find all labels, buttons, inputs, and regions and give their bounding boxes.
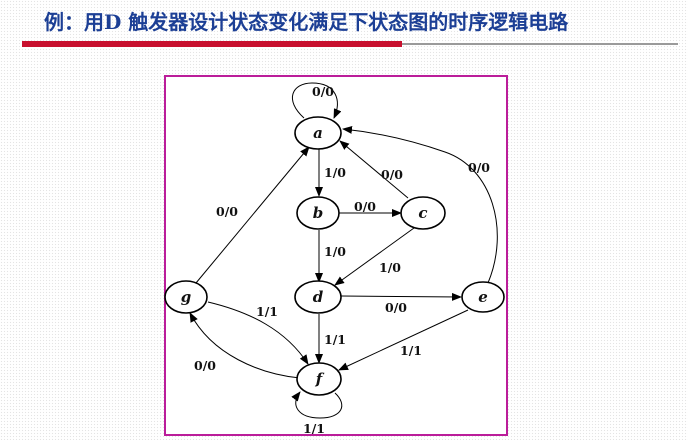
edge-f-g [189,312,301,379]
edge-label-b-d: 1/0 [324,244,346,259]
edge-f-f [291,391,343,419]
node-label-d: d [313,288,324,306]
node-label-e: e [478,288,488,306]
edge-label-d-f: 1/1 [324,332,346,347]
slide-title: 例：用D 触发器设计状态变化满足下状态图的时序逻辑电路 [44,10,569,34]
node-label-f: f [315,370,325,388]
edge-a-a [292,82,342,119]
edge-c-d [334,227,415,286]
node-e: e [461,281,505,313]
node-label-c: c [418,204,427,222]
node-label-g: g [181,288,192,306]
edge-label-f-f: 1/1 [303,421,325,436]
edge-label-f-g: 0/0 [194,358,216,373]
title-underline-grey [402,43,678,45]
edge-g-a [195,146,310,284]
edge-d-e [340,292,462,301]
node-g: g [164,280,208,314]
node-label-a: a [313,124,323,142]
title-underline-red [22,41,402,47]
edge-g-f [207,301,309,365]
node-b: b [296,196,340,230]
node-a: a [294,116,342,150]
edge-label-e-a: 0/0 [468,160,490,175]
edge-label-d-e: 0/0 [385,300,407,315]
edge-label-g-a: 0/0 [216,204,238,219]
edge-label-a-a: 0/0 [312,84,334,99]
edge-label-c-d: 1/0 [379,260,401,275]
node-c: c [400,196,446,230]
edge-label-g-f: 1/1 [256,304,278,319]
edge-label-e-f: 1/1 [400,343,422,358]
edge-label-a-b: 1/0 [324,165,346,180]
edge-e-f [338,309,469,371]
edge-e-a [342,125,498,284]
node-label-b: b [313,204,324,222]
node-d: d [294,280,342,314]
edge-c-a [339,140,409,199]
edge-label-b-c: 0/0 [354,199,376,214]
node-f: f [296,362,342,396]
edge-label-c-a: 0/0 [381,167,403,182]
